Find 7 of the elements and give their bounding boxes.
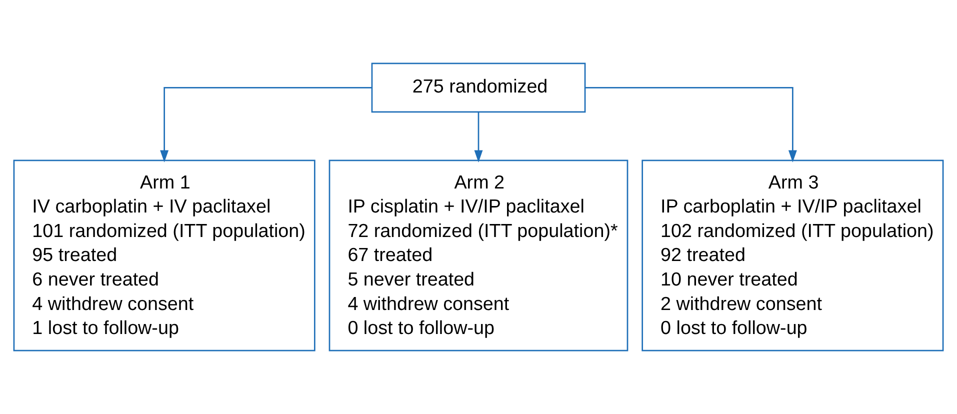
node-box: Arm 3 IP carboplatin + IV/IP paclitaxel 102 randomized (ITT population) 92 treated 10 never treated 2 withdrew consent 0 lost to follow-up <box>642 160 944 352</box>
node-box: Arm 2 IP cisplatin + IV/IP paclitaxel 72 randomized (ITT population)* 67 treated 5 never treated 4 withdrew consent 0 lost to follow-up <box>328 160 628 352</box>
arrow <box>585 87 797 162</box>
arrow <box>160 87 372 162</box>
arrow <box>474 112 483 162</box>
node-box: Arm 1 IV carboplatin + IV paclitaxel 101 randomized (ITT population) 95 treated 6 never treated 4 withdrew consent 1 lost to follow-up <box>13 160 316 352</box>
node-box: 275 randomized <box>371 62 586 113</box>
